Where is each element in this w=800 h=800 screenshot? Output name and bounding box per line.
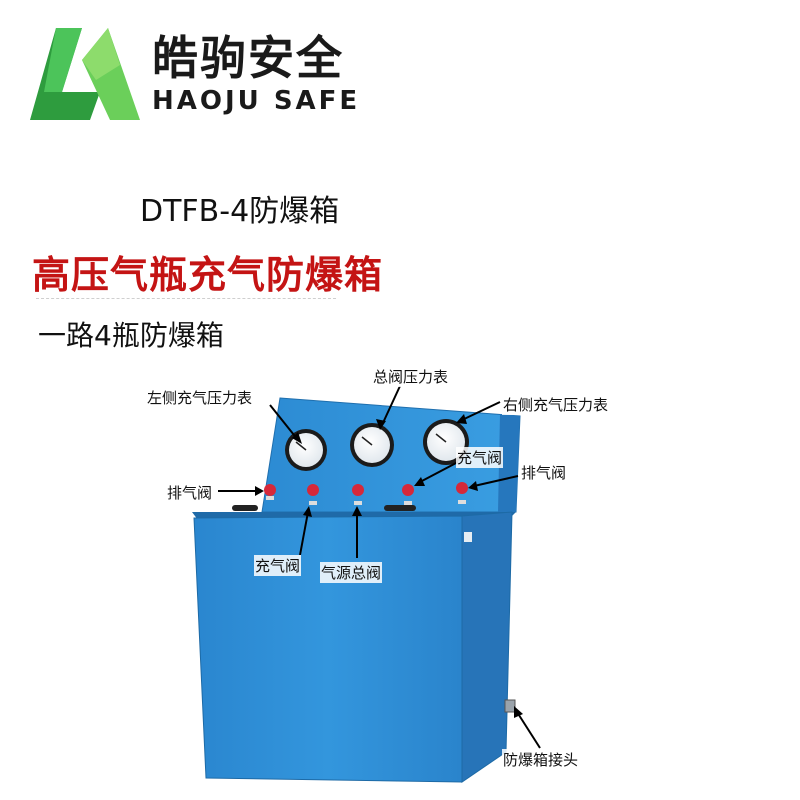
cabinet-side [461, 511, 513, 783]
label-source-main: 气源总阀 [320, 562, 383, 583]
label-right-gauge: 右侧充气压力表 [502, 394, 610, 415]
product-subtitle: 一路4瓶防爆箱 [38, 319, 224, 352]
left-pressure-gauge [285, 429, 327, 471]
main-pressure-gauge [350, 423, 394, 467]
connector-fitting [504, 699, 516, 713]
product-title: 高压气瓶充气防爆箱 [32, 253, 384, 297]
label-connector: 防爆箱接头 [502, 749, 580, 770]
brand-name-en: HAOJU SAFE [152, 86, 361, 116]
label-left-gauge: 左侧充气压力表 [146, 387, 254, 408]
haoju-logo-icon [30, 28, 140, 120]
product-model: DTFB-4防爆箱 [140, 194, 340, 229]
label-charge-lower: 充气阀 [254, 555, 302, 576]
label-exhaust-right: 排气阀 [520, 462, 568, 483]
valve-charge-right [402, 484, 414, 505]
brand-name-cn: 皓驹安全 [152, 31, 344, 85]
label-exhaust-left: 排气阀 [166, 482, 214, 503]
valve-exhaust-right [456, 482, 468, 504]
title-divider [36, 298, 336, 299]
valve-exhaust-left [264, 484, 276, 500]
valve-charge-left [307, 484, 319, 505]
label-main-gauge: 总阀压力表 [372, 366, 450, 387]
cabinet-front [193, 515, 463, 783]
label-charge-upper: 充气阀 [456, 447, 504, 468]
valve-source-main [352, 484, 364, 505]
